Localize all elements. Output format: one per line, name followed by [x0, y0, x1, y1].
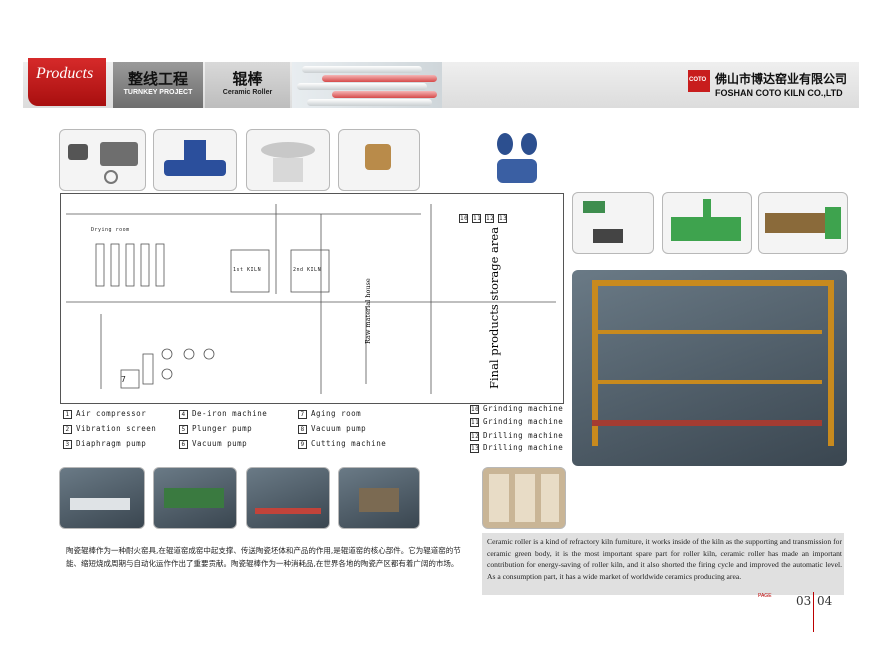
- company-logo: COTO: [688, 70, 710, 92]
- company-name-cn: 佛山市博达窑业有限公司: [715, 72, 848, 86]
- roller-photo: [292, 62, 442, 108]
- tab-turnkey-project: 整线工程 TURNKEY PROJECT: [113, 62, 203, 108]
- roller-stack-photo: [482, 467, 566, 529]
- de-iron-machine-photo: [338, 129, 420, 191]
- production-photo-3: [246, 467, 330, 529]
- kiln2-label: 2nd KILN: [293, 267, 322, 273]
- grinding-photo: [572, 192, 654, 254]
- box-7-label: 7: [121, 375, 127, 384]
- drying-room-label: Drying room: [91, 227, 130, 233]
- section-tab: Products: [28, 58, 106, 106]
- tab-turnkey-cn: 整线工程: [127, 70, 188, 88]
- tab-roller-en: Ceramic Roller: [222, 89, 273, 96]
- page-label: PAGE: [758, 593, 772, 599]
- turnkey-layout-diagram: Drying room 1st KILN 2nd KILN 7 Raw mate…: [60, 193, 564, 404]
- kiln1-label: 1st KILN: [233, 267, 262, 273]
- description-chinese: 陶瓷辊棒作为一种耐火窑具,在辊道窑成窑中起支撑、传送陶瓷坯体和产品的作用,是辊道…: [66, 546, 461, 568]
- equipment-photo-1: [59, 129, 146, 191]
- section-title: Products: [36, 65, 94, 82]
- page-divider: [813, 592, 814, 632]
- production-photo-4: [338, 467, 420, 529]
- production-photo-2: [153, 467, 237, 529]
- description-english-box: [482, 533, 844, 595]
- tab-turnkey-en: TURNKEY PROJECT: [123, 89, 193, 96]
- description-english: Ceramic roller is a kind of refractory k…: [487, 537, 842, 581]
- page-number-left: 03: [796, 594, 812, 608]
- raw-material-house-label: Raw material house: [364, 278, 372, 344]
- tab-ceramic-roller: 辊棒 Ceramic Roller: [205, 62, 290, 108]
- production-photo-1: [59, 467, 145, 529]
- filter-press-photo: [758, 192, 848, 254]
- drying-tower-photo: [572, 270, 847, 466]
- air-compressor-photo: [153, 129, 237, 191]
- diaphragm-pump-photo: [483, 127, 553, 191]
- final-products-area-label: Final products storage area: [487, 226, 501, 389]
- tab-roller-cn: 辊棒: [232, 70, 263, 88]
- extruder-photo: [662, 192, 752, 254]
- page-number-right: 04: [817, 594, 833, 608]
- company-name-en: FOSHAN COTO KILN CO.,LTD: [715, 88, 843, 98]
- vibration-screen-photo: [246, 129, 330, 191]
